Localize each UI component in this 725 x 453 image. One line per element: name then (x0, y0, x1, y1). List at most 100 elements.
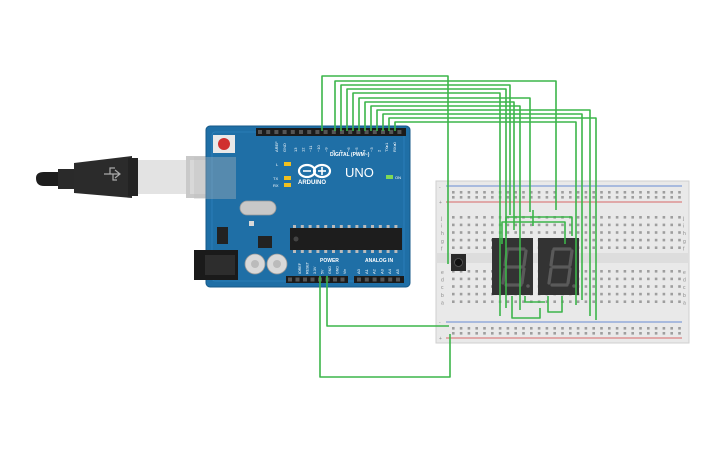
led-rx (284, 183, 291, 187)
digital-pin[interactable] (274, 130, 279, 134)
analog-pin[interactable] (380, 277, 385, 282)
svg-text:j: j (682, 216, 684, 222)
segment (568, 249, 574, 267)
digital-pin[interactable] (364, 130, 369, 134)
wire-seg-3 (511, 296, 541, 319)
pushbutton-icon[interactable] (451, 254, 466, 271)
wire-seg-2 (505, 216, 573, 236)
led-tx (284, 176, 291, 180)
analog-pin[interactable] (357, 277, 361, 282)
digital-pin[interactable] (290, 130, 295, 134)
digital-pin[interactable] (323, 130, 328, 134)
pin-label-digital: 4 (361, 149, 366, 152)
analog-pin[interactable] (388, 277, 393, 282)
wire-5v (319, 276, 451, 378)
pin-label-power: IOREF (298, 262, 302, 274)
segment (547, 267, 553, 285)
digital-pin[interactable] (389, 130, 394, 134)
wire-d0 (376, 109, 591, 316)
arduino-board[interactable]: ARDUINO UNO L TX RX ON DIGITAL (PWM~) AR… (194, 125, 411, 288)
power-pin[interactable] (295, 277, 300, 282)
svg-text:b: b (441, 293, 444, 299)
digital-pin[interactable] (356, 130, 361, 134)
seven-segment-display-2[interactable] (538, 238, 579, 295)
wire-d7 (334, 80, 557, 210)
digital-pin[interactable] (282, 130, 287, 134)
header-analog-label: ANALOG IN (365, 258, 393, 264)
pin-label-digital: ~9 (323, 147, 328, 152)
pin-label-analog: A3 (379, 268, 384, 274)
svg-text:c: c (441, 285, 444, 291)
header-power-label: POWER (320, 258, 339, 264)
header-digital-label: DIGITAL (PWM~) (330, 152, 370, 158)
wire-d8 (321, 75, 449, 264)
pin-label-aref: AREF (274, 141, 279, 152)
power-pin[interactable] (340, 277, 345, 282)
wire-d3 (358, 97, 531, 212)
segment (522, 249, 528, 267)
svg-text:+: + (439, 336, 442, 342)
svg-text:a: a (441, 300, 444, 306)
digital-pin[interactable] (299, 130, 303, 134)
svg-text:f: f (683, 246, 685, 252)
analog-pin[interactable] (364, 277, 369, 282)
wire-d4 (352, 92, 501, 316)
decimal-point (572, 284, 576, 288)
power-pin[interactable] (310, 277, 315, 282)
digital-pin[interactable] (381, 130, 385, 134)
analog-pin[interactable] (396, 277, 400, 282)
svg-text:d: d (441, 278, 444, 284)
digital-pin[interactable] (397, 130, 402, 134)
svg-text:+: + (439, 200, 442, 206)
digital-pin[interactable] (315, 130, 320, 134)
pin-label-analog: A2 (372, 268, 377, 274)
power-header[interactable] (286, 276, 348, 283)
pin-label-power: GND (336, 266, 340, 274)
digital-pin[interactable] (348, 130, 353, 134)
digital-pin[interactable] (258, 130, 262, 134)
svg-text:h: h (441, 231, 444, 237)
led-on (386, 175, 393, 179)
svg-text:h: h (683, 231, 686, 237)
pin-label-digital: 7 (339, 149, 344, 152)
power-pin[interactable] (303, 277, 307, 282)
reset-button-icon[interactable] (213, 135, 235, 153)
power-pin[interactable] (333, 277, 337, 282)
pin-label-analog: A5 (395, 268, 400, 274)
digital-pin[interactable] (372, 130, 377, 134)
wire-gnd (326, 276, 449, 327)
wire-c (394, 121, 577, 305)
pin-label-power: GND (328, 266, 332, 274)
svg-text:e: e (441, 270, 444, 276)
pin-label-power: RESET (306, 261, 310, 274)
pin-label-digital: ~5 (354, 147, 359, 152)
pin-label-analog: A1 (364, 268, 369, 274)
wire-d1 (370, 105, 521, 310)
pin-label-digital: ~10 (316, 144, 321, 152)
svg-text:d: d (683, 278, 686, 284)
seven-segment-display-1[interactable] (492, 238, 533, 295)
digital-pin[interactable] (266, 130, 271, 134)
arduino-logo-icon (297, 163, 332, 179)
analog-pin[interactable] (372, 277, 377, 282)
digital-header[interactable] (256, 128, 406, 136)
pin-label-digital: ~11 (308, 145, 313, 152)
digital-pin[interactable] (307, 130, 312, 134)
pin-label-digital: ~6 (346, 147, 351, 152)
power-pin[interactable] (288, 277, 292, 282)
wires[interactable] (319, 75, 597, 378)
pin-label-power: Vin (343, 269, 347, 274)
pin-label-analog: A4 (387, 268, 392, 274)
digital-pin[interactable] (331, 130, 336, 134)
svg-text:j: j (440, 216, 442, 222)
digital-pin[interactable] (340, 130, 344, 134)
wire-d6 (340, 84, 511, 215)
wire-d2 (364, 101, 515, 230)
segment (549, 249, 555, 267)
analog-header[interactable] (354, 276, 404, 283)
pin-label-analog: A0 (356, 268, 361, 274)
